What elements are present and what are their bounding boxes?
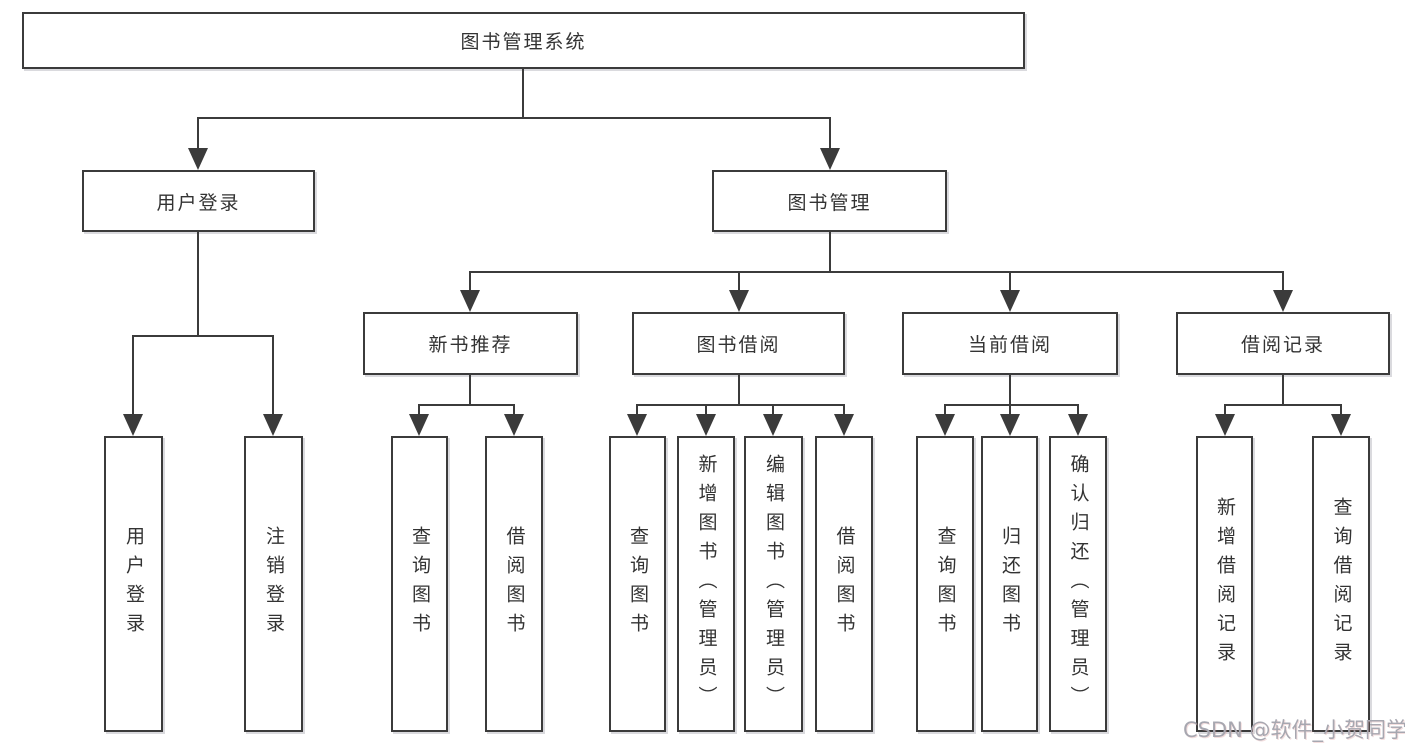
node-leaf-bb-add-book: 新增图书（管理员）	[677, 436, 735, 732]
connector-to-leaf-bb-query	[636, 404, 638, 418]
node-borrow-records-label: 借阅记录	[1240, 334, 1325, 356]
node-new-book-recommend: 新书推荐	[363, 312, 578, 375]
arrowhead-leaf-user-login	[123, 414, 143, 436]
connector-book-management-stem	[829, 232, 831, 273]
node-leaf-cb-confirm-return-label: 确认归还（管理员）	[1067, 453, 1090, 715]
connector-borrow-records-bus	[1224, 404, 1342, 406]
node-book-management: 图书管理	[712, 170, 947, 232]
node-current-borrow-label: 当前借阅	[967, 334, 1052, 356]
node-user-login-label: 用户登录	[156, 191, 241, 214]
connector-level2-bus	[197, 117, 831, 119]
connector-to-leaf-user-login	[132, 335, 134, 416]
connector-to-leaf-nb-query	[418, 404, 420, 418]
node-leaf-user-login-label: 用户登录	[123, 526, 145, 642]
connector-borrow-records-stem	[1282, 375, 1284, 406]
connector-to-new-book	[469, 271, 471, 294]
node-leaf-cb-query-book: 查询图书	[916, 436, 974, 732]
connector-to-user-login	[197, 117, 199, 152]
connector-level3-bus	[469, 271, 1284, 273]
node-leaf-bb-edit-book-label: 编辑图书（管理员）	[763, 453, 785, 715]
connector-to-leaf-cb-confirm	[1077, 404, 1079, 418]
node-leaf-bb-borrow-book: 借阅图书	[815, 436, 873, 732]
connector-to-leaf-cb-query	[944, 404, 946, 418]
node-leaf-br-add-record: 新增借阅记录	[1196, 436, 1253, 732]
node-leaf-bb-borrow-book-label: 借阅图书	[833, 526, 856, 642]
connector-user-login-stem	[197, 232, 199, 337]
connector-to-leaf-bb-add	[705, 404, 707, 418]
node-leaf-bb-add-book-label: 新增图书（管理员）	[695, 453, 718, 715]
arrowhead-new-book	[460, 290, 480, 312]
connector-new-book-stem	[469, 375, 471, 406]
connector-book-borrow-bus	[636, 404, 845, 406]
arrowhead-current-borrow	[1000, 290, 1020, 312]
node-book-borrow: 图书借阅	[632, 312, 845, 375]
csdn-watermark: CSDN @软件_小贺同学	[1183, 718, 1405, 742]
node-leaf-nb-borrow-book-label: 借阅图书	[503, 526, 526, 642]
node-borrow-records: 借阅记录	[1176, 312, 1390, 375]
connector-to-book-borrow	[738, 271, 740, 294]
arrowhead-leaf-nb-borrow	[504, 414, 524, 436]
node-leaf-logout-label: 注销登录	[263, 526, 285, 642]
node-leaf-cb-return-book-label: 归还图书	[999, 526, 1021, 642]
connector-to-leaf-bb-edit	[772, 404, 774, 418]
connector-to-borrow-records	[1282, 271, 1284, 294]
node-leaf-nb-borrow-book: 借阅图书	[485, 436, 543, 732]
arrowhead-leaf-nb-query	[409, 414, 429, 436]
connector-current-borrow-stem	[1009, 375, 1011, 406]
arrowhead-leaf-logout	[263, 414, 283, 436]
node-leaf-cb-query-book-label: 查询图书	[934, 526, 957, 642]
arrowhead-borrow-records	[1273, 290, 1293, 312]
node-leaf-br-query-record: 查询借阅记录	[1312, 436, 1370, 732]
node-leaf-logout: 注销登录	[244, 436, 303, 732]
connector-to-leaf-logout	[272, 335, 274, 416]
node-book-management-label: 图书管理	[787, 191, 872, 214]
node-leaf-nb-query-book: 查询图书	[391, 436, 448, 732]
connector-to-leaf-nb-borrow	[513, 404, 515, 418]
connector-user-login-bus	[132, 335, 274, 337]
arrowhead-leaf-bb-edit	[763, 414, 783, 436]
node-root-label: 图书管理系统	[460, 31, 587, 53]
node-leaf-bb-query-book-label: 查询图书	[627, 526, 649, 642]
connector-to-leaf-bb-borrow	[843, 404, 845, 418]
connector-book-borrow-stem	[738, 375, 740, 406]
node-leaf-user-login: 用户登录	[104, 436, 163, 732]
arrowhead-book-borrow	[729, 290, 749, 312]
arrowhead-leaf-br-query	[1331, 414, 1351, 436]
connector-to-leaf-br-query	[1340, 404, 1342, 418]
node-leaf-br-add-record-label: 新增借阅记录	[1214, 497, 1236, 671]
arrowhead-leaf-bb-borrow	[834, 414, 854, 436]
node-current-borrow: 当前借阅	[902, 312, 1118, 375]
arrowhead-leaf-bb-add	[696, 414, 716, 436]
connector-to-leaf-cb-return	[1009, 404, 1011, 418]
connector-root-stem	[522, 69, 524, 118]
node-leaf-br-query-record-label: 查询借阅记录	[1330, 497, 1353, 671]
arrowhead-leaf-cb-return	[1000, 414, 1020, 436]
connector-new-book-bus	[419, 404, 515, 406]
connector-to-book-management	[829, 117, 831, 152]
arrowhead-leaf-br-add	[1215, 414, 1235, 436]
connector-current-borrow-bus	[944, 404, 1079, 406]
node-root: 图书管理系统	[22, 12, 1025, 69]
node-leaf-bb-edit-book: 编辑图书（管理员）	[744, 436, 803, 732]
node-leaf-bb-query-book: 查询图书	[609, 436, 666, 732]
arrowhead-leaf-bb-query	[627, 414, 647, 436]
arrowhead-user-login	[188, 148, 208, 170]
node-leaf-nb-query-book-label: 查询图书	[409, 526, 431, 642]
arrowhead-leaf-cb-query	[935, 414, 955, 436]
connector-to-leaf-br-add	[1224, 404, 1226, 418]
connector-to-current-borrow	[1009, 271, 1011, 294]
node-new-book-recommend-label: 新书推荐	[428, 334, 513, 356]
arrowhead-leaf-cb-confirm	[1068, 414, 1088, 436]
arrowhead-book-management	[820, 148, 840, 170]
node-leaf-cb-confirm-return: 确认归还（管理员）	[1049, 436, 1107, 732]
node-leaf-cb-return-book: 归还图书	[981, 436, 1038, 732]
node-user-login: 用户登录	[82, 170, 315, 232]
node-book-borrow-label: 图书借阅	[696, 334, 781, 356]
